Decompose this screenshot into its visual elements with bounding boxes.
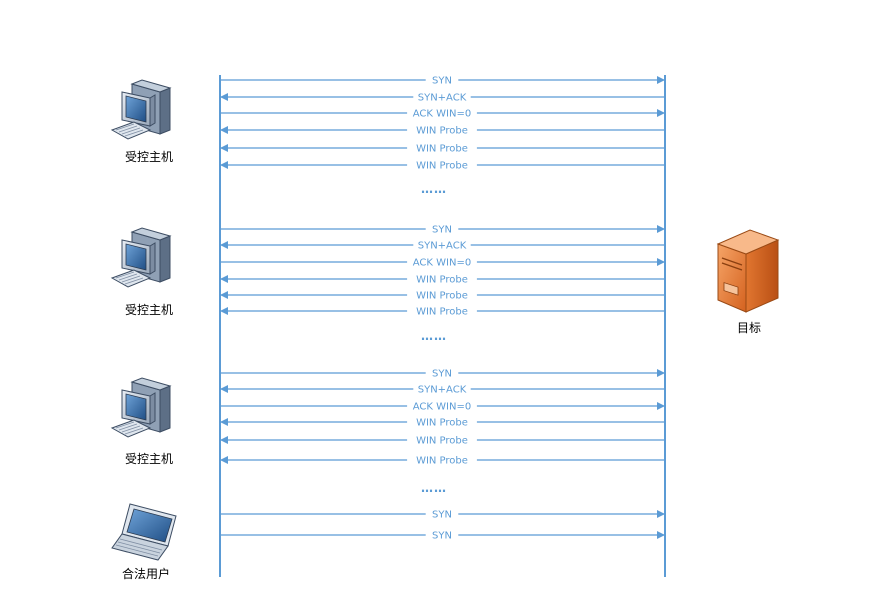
actor-label-compromised-host: 受控主机	[125, 303, 173, 317]
message-label: SYN	[432, 369, 452, 380]
message-row: WIN Probe	[220, 126, 665, 137]
message-label: SYN+ACK	[418, 385, 467, 396]
server-tower-icon	[716, 229, 780, 313]
message-label: SYN+ACK	[418, 93, 467, 104]
message-row: SYN	[220, 531, 665, 542]
message-label: SYN	[432, 225, 452, 236]
message-row: ACK WIN=0	[220, 109, 665, 120]
actor-label-compromised-host: 受控主机	[125, 452, 173, 466]
message-label: WIN Probe	[416, 126, 468, 137]
message-row: WIN Probe	[220, 456, 665, 467]
message-label: WIN Probe	[416, 275, 468, 286]
message-row: WIN Probe	[220, 418, 665, 429]
message-label: SYN	[432, 510, 452, 521]
message-label: ACK WIN=0	[413, 402, 471, 413]
desktop-computer-icon	[110, 227, 172, 288]
message-row: WIN Probe	[220, 161, 665, 172]
message-row: SYN+ACK	[220, 385, 665, 396]
desktop-computer-icon	[110, 79, 172, 140]
message-label: SYN+ACK	[418, 241, 467, 252]
message-row: WIN Probe	[220, 144, 665, 155]
actor-label-compromised-host: 受控主机	[125, 150, 173, 164]
message-row: SYN+ACK	[220, 93, 665, 104]
message-label: WIN Probe	[416, 456, 468, 467]
message-row: WIN Probe	[220, 291, 665, 302]
message-row: SYN+ACK	[220, 241, 665, 252]
desktop-computer-icon	[110, 377, 172, 438]
message-row: WIN Probe	[220, 275, 665, 286]
message-row: SYN	[220, 76, 665, 87]
actor-label-legit-user: 合法用户	[122, 566, 170, 581]
message-row: WIN Probe	[220, 436, 665, 447]
message-row: ACK WIN=0	[220, 402, 665, 413]
message-group: SYN SYN	[220, 510, 665, 542]
message-label: WIN Probe	[416, 291, 468, 302]
ellipsis-continuation: ……	[421, 329, 447, 343]
message-label: WIN Probe	[416, 161, 468, 172]
message-label: ACK WIN=0	[413, 109, 471, 120]
message-row: SYN	[220, 369, 665, 380]
message-row: WIN Probe	[220, 307, 665, 318]
ellipsis-continuation: ……	[421, 481, 447, 495]
message-row: ACK WIN=0	[220, 258, 665, 269]
message-label: SYN	[432, 531, 452, 542]
message-label: WIN Probe	[416, 144, 468, 155]
message-label: SYN	[432, 76, 452, 87]
message-label: WIN Probe	[416, 307, 468, 318]
message-row: SYN	[220, 510, 665, 521]
ellipsis-continuation: ……	[421, 182, 447, 196]
message-label: ACK WIN=0	[413, 258, 471, 269]
message-label: WIN Probe	[416, 436, 468, 447]
actor-label-target: 目标	[737, 321, 761, 335]
message-row: SYN	[220, 225, 665, 236]
laptop-icon	[111, 503, 177, 561]
message-label: WIN Probe	[416, 418, 468, 429]
